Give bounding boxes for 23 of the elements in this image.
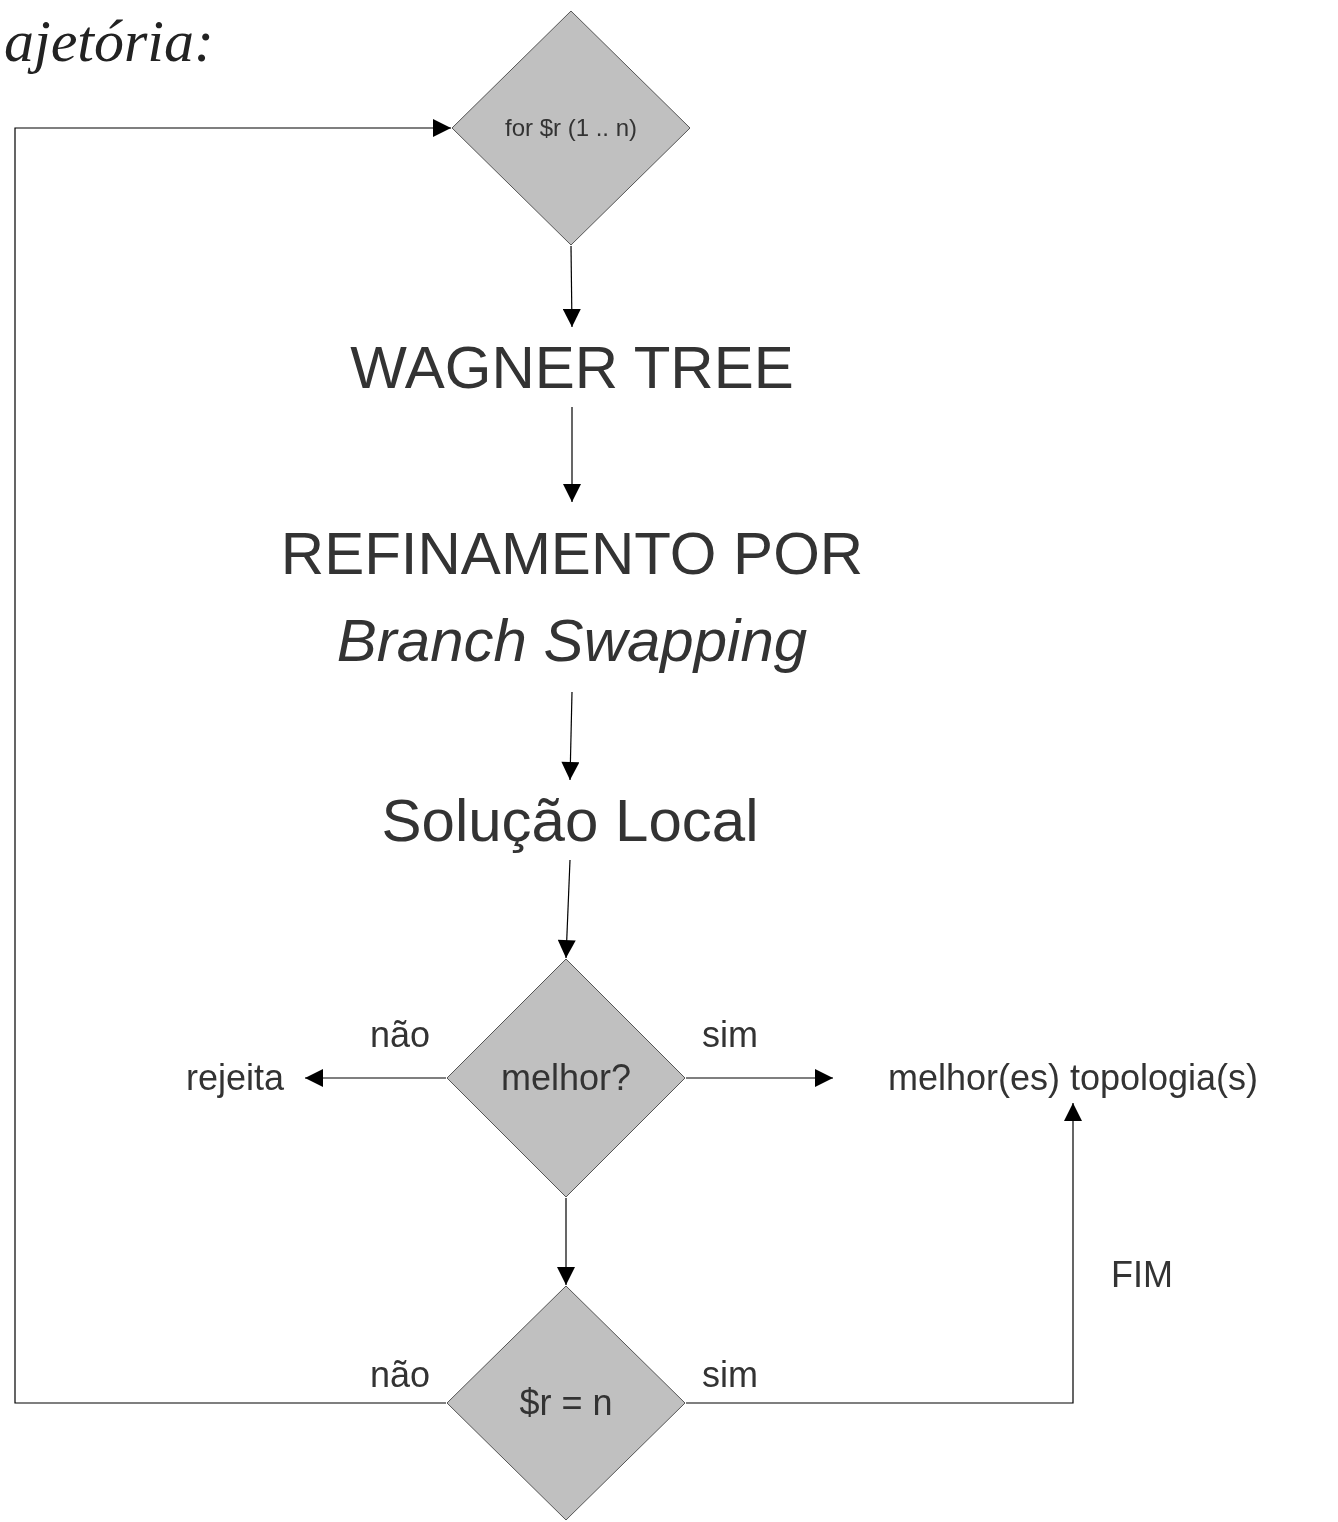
decision-diamond xyxy=(446,958,686,1198)
step-label: melhor(es) topologia(s) xyxy=(887,1055,1259,1100)
note-label: FIM xyxy=(1111,1257,1173,1293)
step-label: WAGNER TREE xyxy=(350,332,794,403)
step-label: Branch Swapping xyxy=(336,606,808,676)
arrow xyxy=(14,119,452,1404)
arrow xyxy=(561,691,580,781)
arrow xyxy=(304,1069,447,1087)
arrow xyxy=(557,859,576,959)
arrow xyxy=(562,245,581,328)
arrow xyxy=(685,1069,834,1087)
arrow xyxy=(557,1197,575,1286)
arrow xyxy=(563,406,581,503)
step-label: rejeita xyxy=(185,1055,285,1100)
step-label: REFINAMENTO POR xyxy=(280,519,864,589)
decision-diamond xyxy=(451,10,691,246)
title: ajetória: xyxy=(4,7,214,76)
decision-diamond xyxy=(446,1285,686,1521)
arrow xyxy=(685,1102,1082,1404)
decision-label: $r = n xyxy=(519,1380,613,1425)
decision-label: melhor? xyxy=(500,1055,632,1100)
decision-label: for $r (1 .. n) xyxy=(504,112,637,143)
step-label: Solução Local xyxy=(381,785,759,856)
